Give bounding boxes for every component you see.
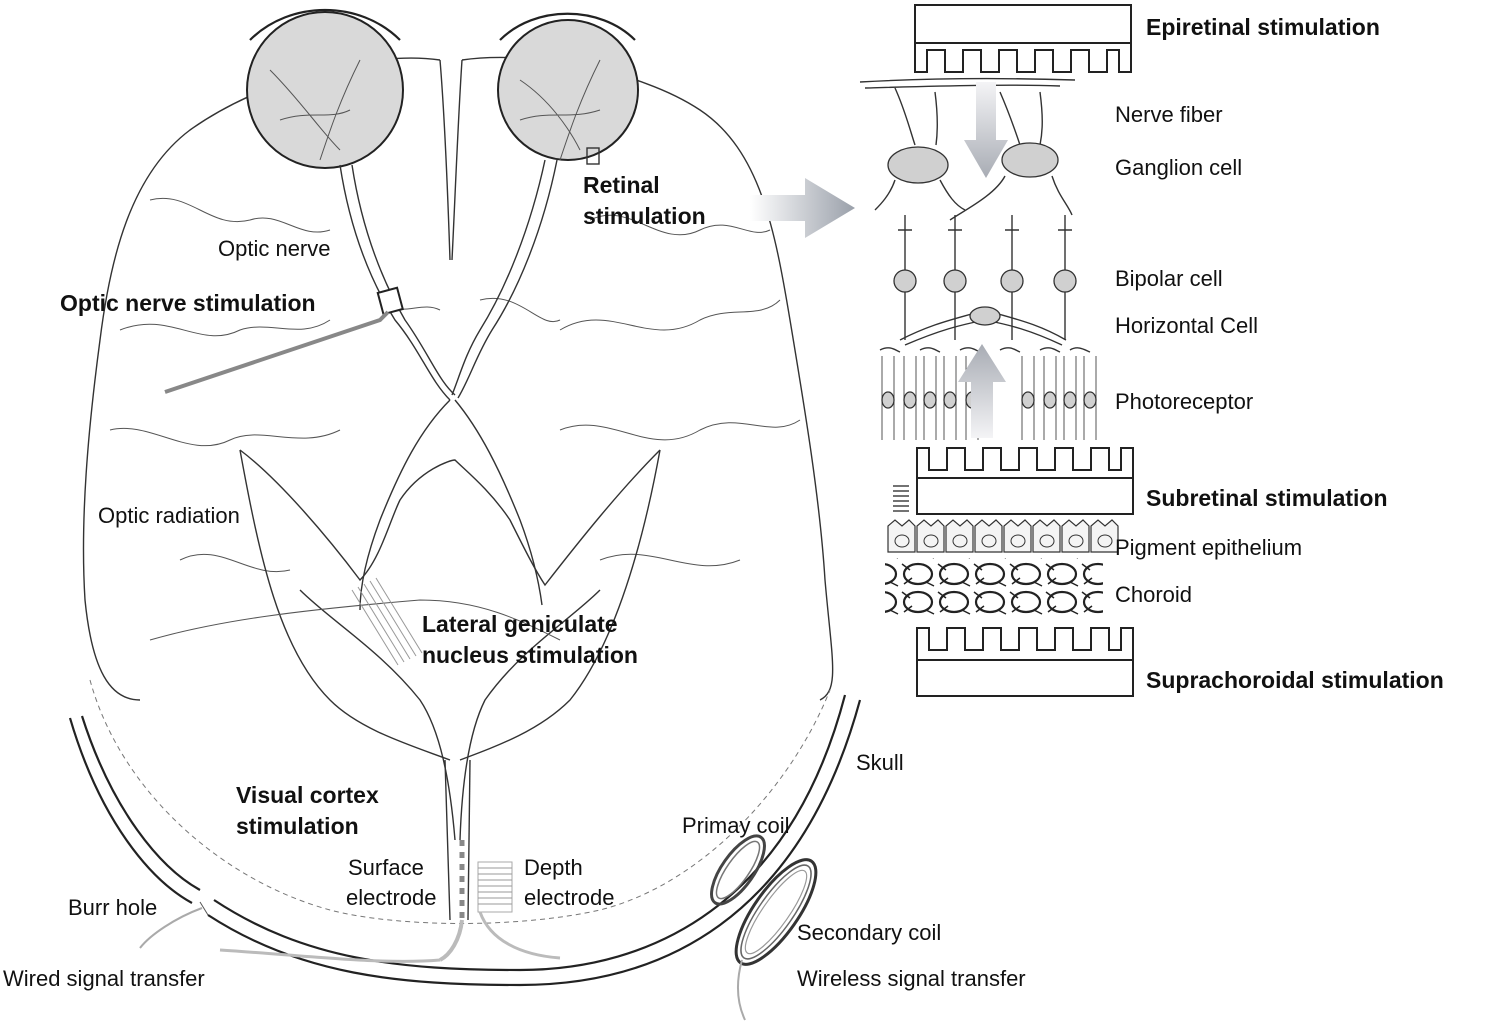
pigment-nucleus	[1068, 534, 1084, 548]
label-visual-cortex-stimulation-1: Visual cortex	[236, 782, 379, 808]
skull	[68, 694, 862, 987]
label-suprachoroidal-stimulation: Suprachoroidal stimulation	[1146, 667, 1444, 693]
retina-zoom-arrow	[750, 178, 855, 238]
right-eye	[497, 19, 639, 161]
depth-electrode	[477, 861, 561, 960]
photoreceptor-nucleus	[1083, 391, 1097, 409]
label-optic-radiation: Optic radiation	[98, 503, 240, 528]
pigment-nucleus	[923, 534, 939, 548]
pigment-nucleus	[1010, 534, 1026, 548]
label-retinal-stimulation-1: Retinal	[583, 172, 660, 198]
label-horizontal-cell: Horizontal Cell	[1115, 313, 1258, 338]
label-choroid: Choroid	[1115, 582, 1192, 607]
label-wireless-signal-transfer: Wireless signal transfer	[797, 966, 1026, 991]
label-nerve-fiber: Nerve fiber	[1115, 102, 1223, 127]
label-primary-coil: Primay coil	[682, 813, 790, 838]
pigment-nucleus	[981, 534, 997, 548]
optic-nerve-right	[451, 159, 546, 396]
pigment-nucleus	[894, 534, 910, 548]
brain	[82, 56, 834, 924]
pigment-nucleus	[1097, 534, 1113, 548]
photoreceptor-nucleus	[903, 391, 917, 409]
ganglion-cell	[887, 146, 949, 184]
photoreceptor-nucleus	[943, 391, 957, 409]
epiretinal-arrow	[964, 82, 1008, 178]
epiretinal-implant	[914, 4, 1132, 73]
primary-coil	[710, 834, 766, 906]
label-lgn-stimulation-1: Lateral geniculate	[422, 611, 618, 637]
optic-nerve-electrode	[164, 286, 404, 394]
label-visual-cortex-stimulation-2: stimulation	[236, 813, 359, 839]
label-subretinal-stimulation: Subretinal stimulation	[1146, 485, 1388, 511]
labels: Optic nerve Optic nerve stimulation Reti…	[3, 14, 1444, 991]
label-depth-electrode-1: Depth	[524, 855, 583, 880]
right-hemisphere	[461, 56, 834, 701]
label-burr-hole: Burr hole	[68, 895, 157, 920]
label-secondary-coil: Secondary coil	[797, 920, 941, 945]
left-eye	[246, 11, 404, 169]
suprachoroidal-implant	[916, 627, 1134, 697]
optic-nerve-left	[339, 164, 451, 401]
midline	[439, 59, 451, 261]
photoreceptor-nucleus	[881, 391, 895, 409]
photoreceptor-nucleus	[1043, 391, 1057, 409]
eyes-and-optic-pathway	[149, 8, 661, 921]
subretinal-implant	[916, 447, 1134, 515]
label-depth-electrode-2: electrode	[524, 885, 615, 910]
lgn-electrode	[351, 577, 423, 666]
label-photoreceptor: Photoreceptor	[1115, 389, 1253, 414]
pigment-nucleus	[952, 534, 968, 548]
left-hemisphere	[82, 57, 441, 701]
label-surface-electrode-1: Surface	[348, 855, 424, 880]
dura-line	[89, 679, 831, 924]
photoreceptor-nucleus	[923, 391, 937, 409]
label-epiretinal-stimulation: Epiretinal stimulation	[1146, 14, 1380, 40]
label-lgn-stimulation-2: nucleus stimulation	[422, 642, 638, 668]
retinal-implant	[586, 147, 600, 165]
label-optic-nerve: Optic nerve	[218, 236, 331, 261]
label-retinal-stimulation-2: stimulation	[583, 203, 706, 229]
photoreceptor-nucleus	[1021, 391, 1035, 409]
label-wired-signal-transfer: Wired signal transfer	[3, 966, 205, 991]
pigment-epithelium	[887, 519, 1119, 553]
secondary-coil	[734, 858, 818, 1021]
bipolar-cells	[893, 215, 1077, 340]
label-skull: Skull	[856, 750, 904, 775]
subretinal-arrow	[958, 344, 1006, 438]
label-surface-electrode-2: electrode	[346, 885, 437, 910]
label-pigment-epithelium: Pigment epithelium	[1115, 535, 1302, 560]
choroid	[885, 558, 1103, 616]
photoreceptor-nucleus	[1063, 391, 1077, 409]
pigment-nucleus	[1039, 534, 1055, 548]
label-ganglion-cell: Ganglion cell	[1115, 155, 1242, 180]
surface-electrode	[438, 840, 465, 962]
label-optic-nerve-stimulation: Optic nerve stimulation	[60, 290, 316, 316]
retina-layers	[859, 4, 1134, 697]
label-bipolar-cell: Bipolar cell	[1115, 266, 1223, 291]
horizontal-cell	[899, 306, 1067, 346]
